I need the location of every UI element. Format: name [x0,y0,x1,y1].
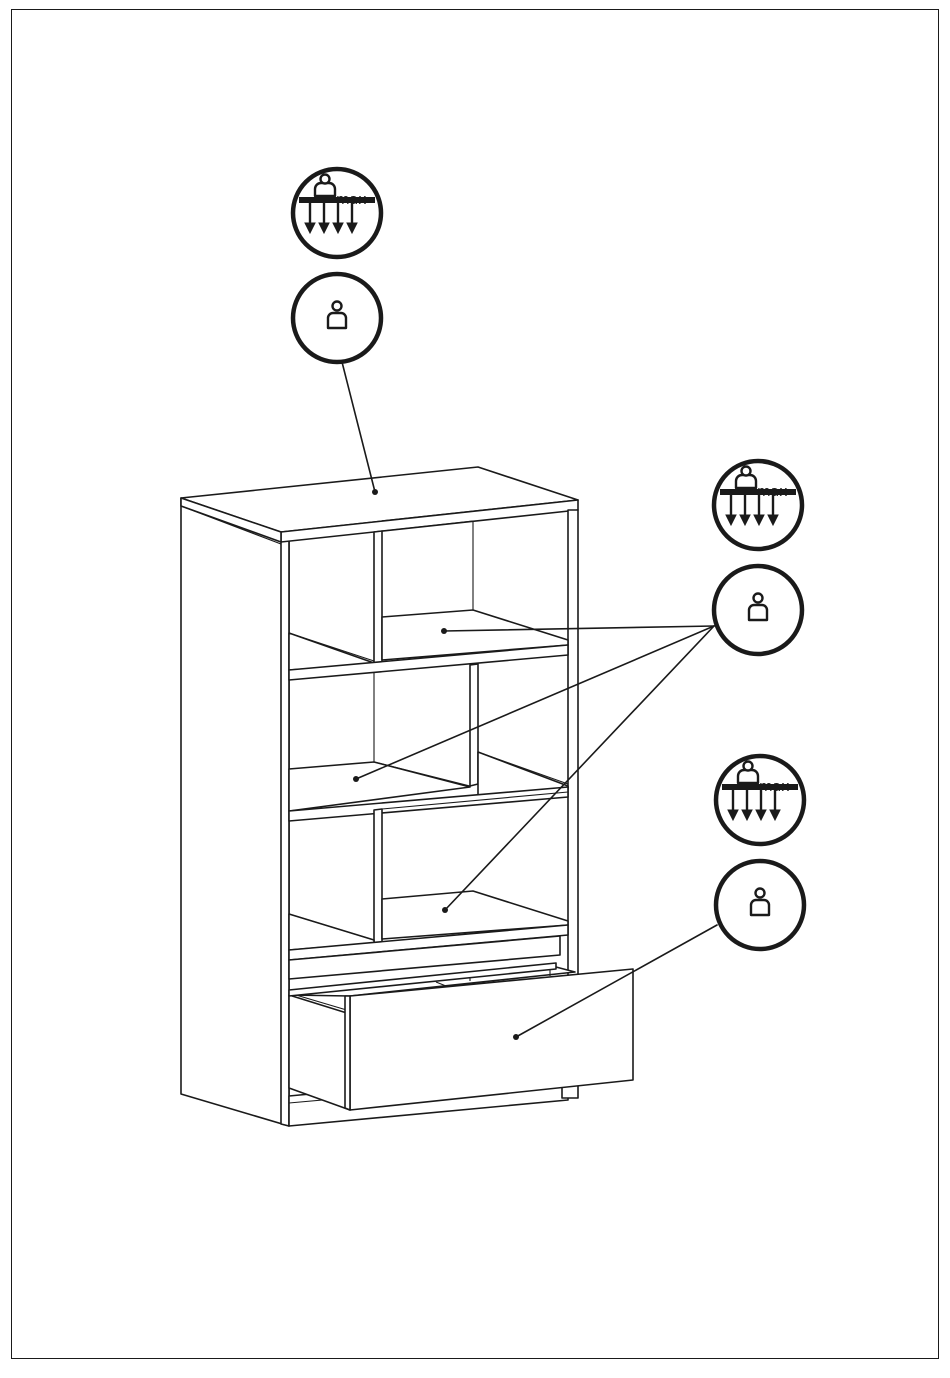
max-label-top: max [336,192,367,208]
person-weight-icon [716,861,804,949]
person-weight-icon [714,566,802,654]
left-panel-edge [281,536,289,1126]
drawer [289,963,633,1110]
max-load-weight-icon [293,169,381,257]
drawer-left-side [289,995,350,1110]
max-label-shelves: max [757,484,788,500]
callout-top: max [293,169,381,495]
bookcase [181,467,633,1126]
drawer-front-edge [345,996,350,1110]
max-label-drawer: max [759,779,790,795]
upper-divider [374,531,382,664]
max-load-weight-icon [714,461,802,549]
middle-divider [470,664,478,786]
left-side-panel [181,498,289,1126]
lower-divider [374,809,382,943]
person-weight-icon [293,274,381,362]
max-load-weight-icon [716,756,804,844]
